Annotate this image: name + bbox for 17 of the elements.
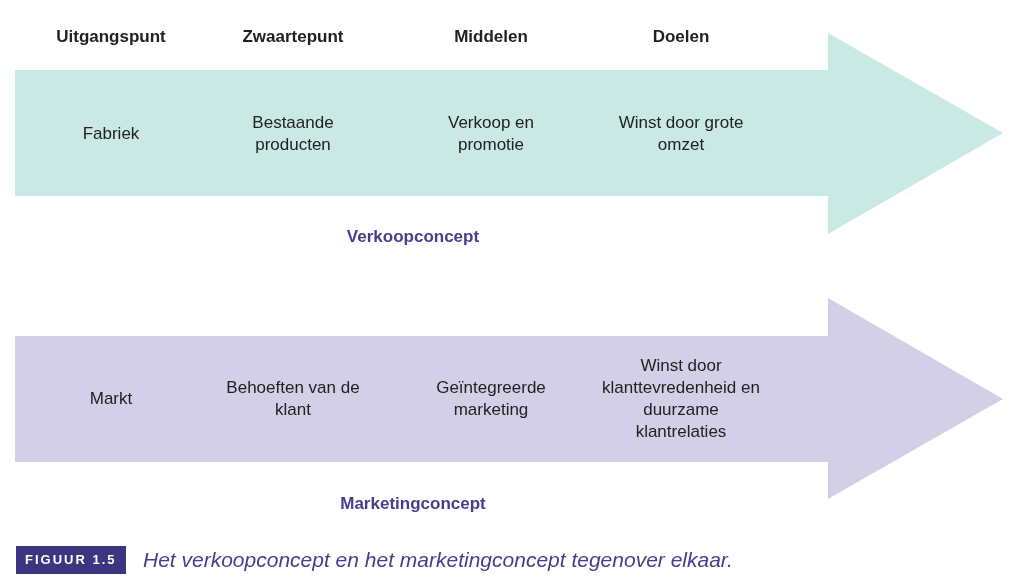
column-header: Uitgangspunt <box>56 26 166 48</box>
stage-text: Winst door grote omzet <box>617 112 745 156</box>
stage-text: Behoeften van de klant <box>225 377 361 421</box>
figure-badge: FIGUUR 1.5 <box>16 546 126 574</box>
concept-title: Verkoopconcept <box>346 227 480 247</box>
column-header: Zwaartepunt <box>242 26 344 48</box>
stage-text: Markt <box>88 388 134 410</box>
concept-title: Marketingconcept <box>340 494 486 514</box>
column-header: Doelen <box>652 26 710 48</box>
stage-text: Bestaande producten <box>251 112 335 156</box>
stage-text: Winst door klanttevredenheid en duurzame klantrelaties <box>601 355 761 443</box>
stage-text: Verkoop en promotie <box>447 112 535 156</box>
column-header: Middelen <box>454 26 528 48</box>
stage-text: Fabriek <box>81 123 141 145</box>
stage-text: Geïntegreerde marketing <box>435 377 547 421</box>
figure-caption: Het verkoopconcept en het marketingconcept tegenover elkaar. <box>143 547 733 573</box>
arrow-band <box>15 298 1003 499</box>
